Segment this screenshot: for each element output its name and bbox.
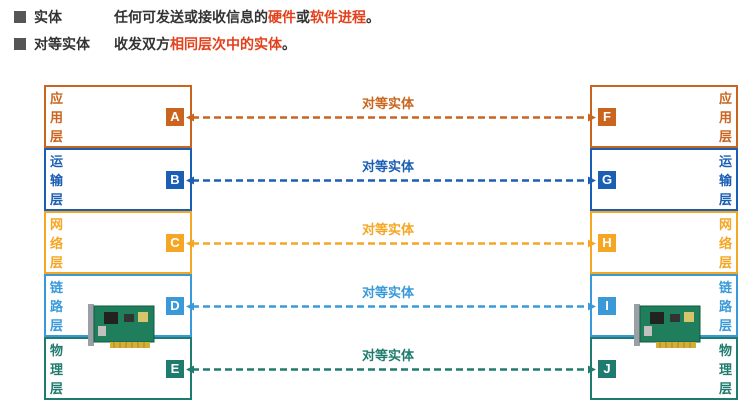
layer-name: 网络层 <box>50 215 64 272</box>
layer-name: 应用层 <box>718 89 732 146</box>
layer-name: 物理层 <box>718 341 732 398</box>
network-card-icon <box>634 304 701 348</box>
layer-name-char: 网 <box>718 217 732 232</box>
entity-badge: I <box>598 296 616 315</box>
layer-name-char: 网 <box>50 217 64 232</box>
layer-name-char: 层 <box>718 192 732 207</box>
layer-name-char: 物 <box>50 343 64 358</box>
entity-badge: F <box>598 107 616 126</box>
entity-badge: D <box>166 296 184 315</box>
layer-name: 运输层 <box>50 152 64 209</box>
peer-connection-label: 对等实体 <box>361 222 414 237</box>
arrowhead-right-icon <box>588 176 596 185</box>
arrowhead-left-icon <box>186 113 194 122</box>
arrowhead-right-icon <box>588 365 596 374</box>
arrowhead-right-icon <box>588 302 596 311</box>
layer-name-char: 层 <box>50 381 64 396</box>
arrowhead-left-icon <box>186 365 194 374</box>
right-layer-box: 网络层 H <box>590 211 738 274</box>
arrowhead-left-icon <box>186 176 194 185</box>
layer-name-char: 层 <box>718 255 732 270</box>
layer-name-char: 运 <box>50 154 64 169</box>
arrowhead-left-icon <box>186 302 194 311</box>
layer-name-char: 层 <box>718 381 732 396</box>
arrowhead-right-icon <box>588 113 596 122</box>
layer-name-char: 层 <box>50 192 64 207</box>
left-layer-box: 网络层 C <box>44 211 192 274</box>
definition-text: 任何可发送或接收信息的硬件或软件进程。 <box>114 9 380 25</box>
layer-name: 链路层 <box>718 278 732 335</box>
peer-connection-label: 对等实体 <box>361 285 414 300</box>
layer-name-char: 应 <box>718 91 732 106</box>
layer-name-char: 应 <box>50 91 64 106</box>
peer-connection-label: 对等实体 <box>361 348 414 363</box>
definition-text: 收发双方相同层次中的实体。 <box>114 36 296 52</box>
layer-name-char: 层 <box>718 318 732 333</box>
definition-term: 实体 <box>34 9 62 25</box>
arrowhead-left-icon <box>186 239 194 248</box>
layer-name-char: 物 <box>718 343 732 358</box>
layer-name-char: 路 <box>718 299 732 314</box>
layer-name-char: 层 <box>50 318 64 333</box>
layer-name-char: 输 <box>718 173 732 188</box>
layer-name-char: 络 <box>50 236 64 251</box>
layer-name-char: 层 <box>50 129 64 144</box>
layer-name-char: 输 <box>50 173 64 188</box>
layer-name-char: 理 <box>50 362 64 377</box>
layer-name: 物理层 <box>50 341 64 398</box>
layer-name-char: 层 <box>50 255 64 270</box>
entity-badge: E <box>166 359 184 378</box>
peer-connection-label: 对等实体 <box>361 96 414 111</box>
arrowhead-right-icon <box>588 239 596 248</box>
layer-name: 运输层 <box>718 152 732 209</box>
layer-name-char: 链 <box>718 280 732 295</box>
entity-badge: A <box>166 107 184 126</box>
layer-name-char: 运 <box>718 154 732 169</box>
layer-name-char: 用 <box>50 110 64 125</box>
right-layer-box: 运输层 G <box>590 148 738 211</box>
left-layer-box: 应用层 A <box>44 85 192 148</box>
layer-name-char: 理 <box>718 362 732 377</box>
entity-badge: H <box>598 233 616 252</box>
bullet-square-icon <box>14 11 26 23</box>
left-layer-box: 运输层 B <box>44 148 192 211</box>
definition-peer-entity: 对等实体 收发双方相同层次中的实体。 <box>14 34 296 54</box>
layer-name-char: 层 <box>718 129 732 144</box>
entity-badge: C <box>166 233 184 252</box>
layer-name: 链路层 <box>50 278 64 335</box>
right-layer-box: 应用层 F <box>590 85 738 148</box>
bullet-square-icon <box>14 38 26 50</box>
definition-entity: 实体 任何可发送或接收信息的硬件或软件进程。 <box>14 7 380 27</box>
entity-badge: J <box>598 359 616 378</box>
layer-name-char: 路 <box>50 299 64 314</box>
definition-term: 对等实体 <box>34 36 90 52</box>
layer-name-char: 用 <box>718 110 732 125</box>
layer-name: 网络层 <box>718 215 732 272</box>
network-card-icon <box>88 304 155 348</box>
layer-name: 应用层 <box>50 89 64 146</box>
peer-connection-label: 对等实体 <box>361 159 414 174</box>
entity-badge: B <box>166 170 184 189</box>
layer-name-char: 络 <box>718 236 732 251</box>
entity-badge: G <box>598 170 616 189</box>
layer-name-char: 链 <box>50 280 64 295</box>
